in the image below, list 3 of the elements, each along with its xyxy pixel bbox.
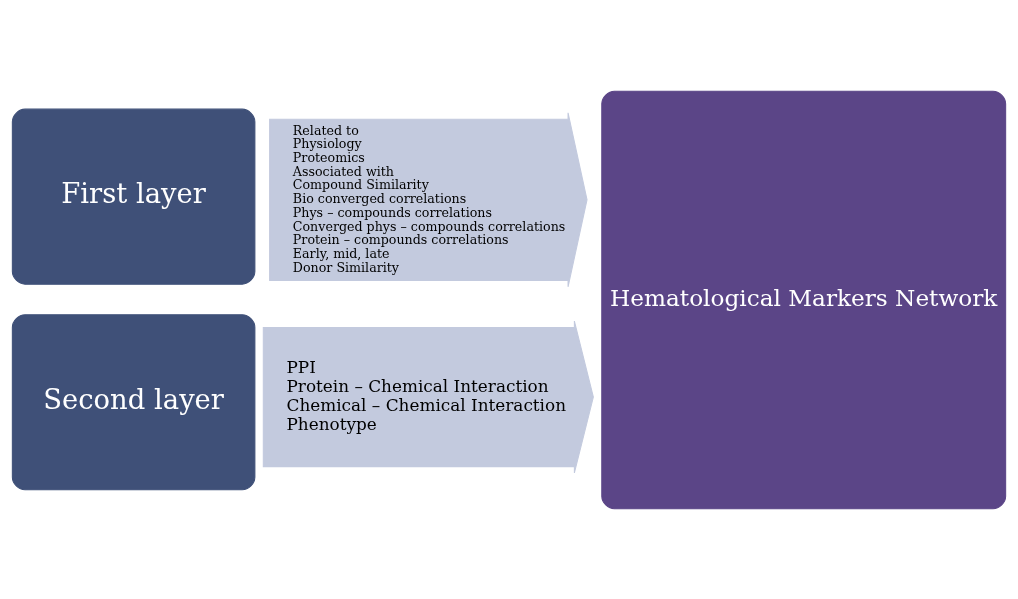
node-box: Hematological Markers Network (601, 90, 1007, 509)
node-box: Second layer (11, 313, 256, 490)
node-box: First layer (11, 108, 256, 285)
